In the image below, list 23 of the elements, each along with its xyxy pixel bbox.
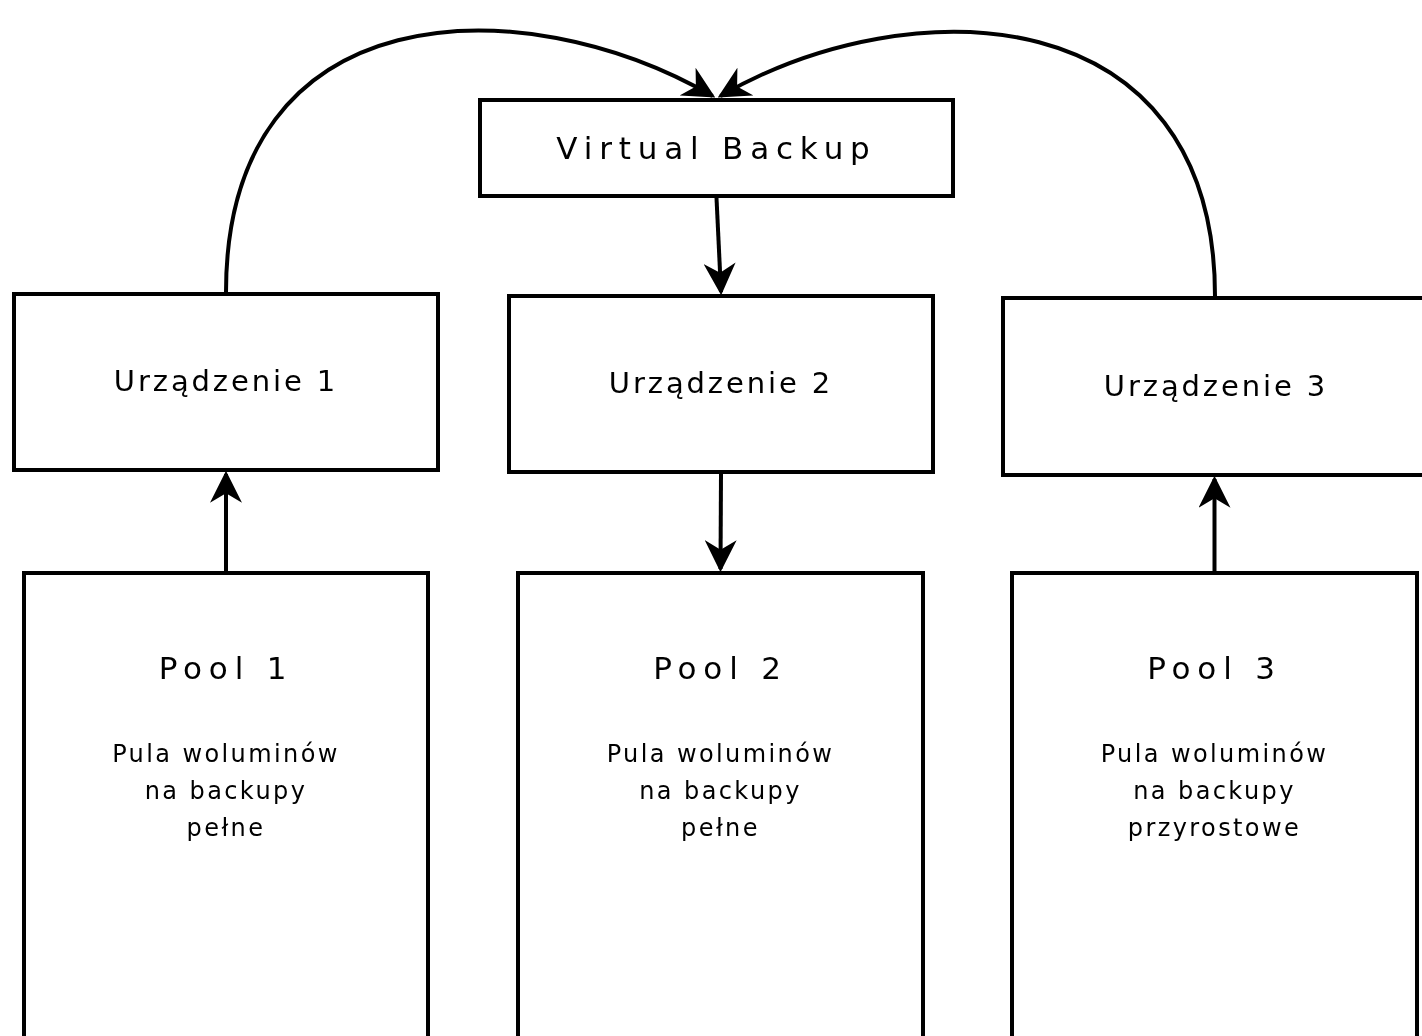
box-title: Urządzenie 3 xyxy=(1103,367,1329,405)
arrow xyxy=(704,474,737,573)
box-title: Pool 3 xyxy=(1147,649,1282,688)
process-box xyxy=(478,98,955,198)
arrow xyxy=(1198,475,1231,571)
box-title: Urządzenie 2 xyxy=(608,365,834,403)
pool-box xyxy=(1010,571,1419,1036)
box-title: Urządzenie 1 xyxy=(113,363,339,401)
box-title: Pool 2 xyxy=(653,649,788,688)
process-box xyxy=(1001,296,1422,477)
process-box xyxy=(12,292,440,472)
box-description: Pula woluminów na backupy przyrostowe xyxy=(1099,738,1330,844)
arrow xyxy=(717,30,1217,297)
box-title: Virtual Backup xyxy=(556,128,877,168)
box-title: Pool 1 xyxy=(158,649,294,688)
arrow xyxy=(224,29,716,293)
arrow xyxy=(703,197,736,296)
box-description: Pula woluminów na backupy pełne xyxy=(111,738,341,844)
arrow xyxy=(210,470,242,571)
pool-box xyxy=(22,571,430,1036)
pool-box xyxy=(516,571,925,1036)
box-description: Pula woluminów na backupy pełne xyxy=(605,738,836,844)
process-box xyxy=(507,294,935,474)
